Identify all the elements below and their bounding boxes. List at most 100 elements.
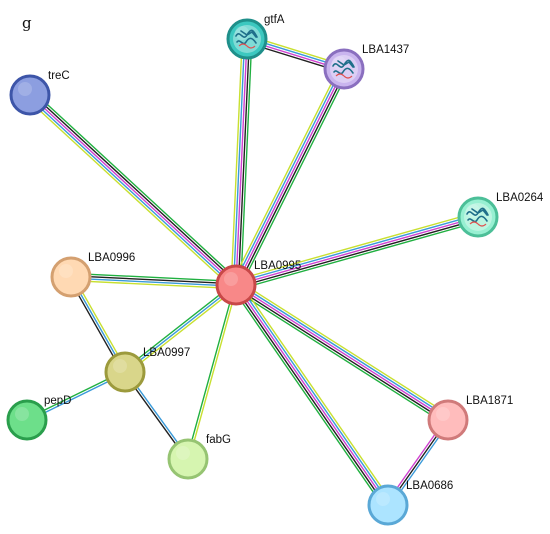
node-highlight	[18, 82, 32, 96]
node-label: pepD	[44, 395, 72, 407]
edge-evidence-line	[235, 284, 449, 421]
edge-evidence-line	[235, 68, 345, 286]
edge-LBA0995-LBA0997	[123, 282, 238, 375]
edge-evidence-line	[123, 282, 235, 371]
edge-evidence-line	[237, 39, 251, 286]
protein-structure-icon	[235, 29, 258, 45]
edge-evidence-line	[233, 67, 343, 285]
edge-evidence-line	[124, 284, 237, 373]
node-gtfA[interactable]: gtfA	[226, 14, 285, 60]
edge-evidence-line	[71, 272, 237, 283]
edge-evidence-line	[236, 282, 450, 419]
protein-structure-icon	[466, 207, 489, 223]
node-circle[interactable]	[215, 264, 257, 306]
edge-evidence-line	[232, 38, 246, 285]
node-pepD[interactable]: pepD	[6, 395, 72, 441]
node-label: treC	[48, 70, 70, 82]
edge-LBA0995-gtfA	[230, 38, 253, 286]
edge-evidence-line	[26, 98, 234, 290]
edge-evidence-line	[27, 96, 235, 288]
edge-evidence-line	[237, 220, 480, 291]
edge-LBA0995-LBA1871	[233, 280, 451, 425]
edge-evidence-line	[234, 211, 477, 282]
edge-LBA0995-treC	[26, 90, 240, 290]
node-circle[interactable]	[226, 18, 268, 60]
node-circle[interactable]	[9, 74, 51, 116]
edge-evidence-line	[235, 214, 478, 284]
edge-evidence-line	[235, 284, 389, 506]
node-label: LBA1871	[466, 395, 513, 407]
panel-letter: g	[22, 14, 32, 32]
node-LBA1437[interactable]: LBA1437	[323, 44, 409, 90]
edge-evidence-line	[236, 218, 479, 288]
edge-evidence-line	[233, 285, 387, 507]
nodes-layer: gtfA LBA1437 treC LBA0264LBA0996LBA0995LBA0…	[6, 14, 544, 526]
node-circle[interactable]	[167, 438, 209, 480]
edge-evidence-line	[186, 284, 236, 459]
edge-evidence-line	[230, 38, 243, 285]
edge-evidence-line	[32, 90, 240, 282]
edge-evidence-line	[235, 216, 479, 286]
node-circle[interactable]	[427, 399, 469, 441]
protein-structure-ribbon	[469, 221, 487, 227]
edge-evidence-line	[238, 280, 451, 417]
node-label: LBA0995	[254, 260, 301, 272]
node-LBA0997[interactable]: LBA0997	[104, 347, 190, 393]
node-circle[interactable]	[104, 351, 146, 393]
node-label: gtfA	[264, 14, 285, 26]
node-LBA0996[interactable]: LBA0996	[50, 252, 135, 298]
protein-structure-ribbon	[238, 43, 256, 49]
edge-evidence-line	[240, 39, 253, 286]
node-label: LBA0996	[88, 252, 135, 264]
node-highlight	[113, 359, 127, 373]
node-circle[interactable]	[457, 196, 499, 238]
node-circle[interactable]	[367, 484, 409, 526]
edge-evidence-line	[188, 285, 238, 460]
node-LBA1871[interactable]: LBA1871	[427, 395, 513, 441]
edge-evidence-line	[237, 69, 347, 287]
node-highlight	[59, 264, 73, 278]
edge-LBA0995-LBA0996	[70, 272, 237, 290]
edge-evidence-line	[235, 38, 248, 286]
edge-LBA0995-LBA1437	[231, 66, 349, 288]
node-circle[interactable]	[323, 48, 365, 90]
node-label: LBA0686	[406, 480, 453, 492]
edge-evidence-line	[237, 283, 391, 505]
node-highlight	[436, 407, 450, 421]
node-LBA0686[interactable]: LBA0686	[367, 480, 453, 526]
node-LBA0264[interactable]: LBA0264	[457, 192, 544, 238]
edges-layer	[26, 34, 480, 509]
node-circle[interactable]	[50, 256, 92, 298]
node-circle[interactable]	[6, 399, 48, 441]
protein-structure-ribbon	[335, 73, 353, 79]
node-label: fabG	[206, 434, 231, 446]
node-treC[interactable]: treC	[9, 70, 70, 116]
structure-backdrop	[233, 25, 261, 53]
node-highlight	[176, 446, 190, 460]
edge-evidence-line	[239, 281, 393, 503]
edge-evidence-line	[70, 279, 236, 290]
node-highlight	[15, 407, 29, 421]
edge-evidence-line	[126, 286, 238, 375]
node-LBA0995[interactable]: LBA0995	[215, 260, 301, 306]
node-highlight	[224, 272, 238, 286]
structure-backdrop	[330, 55, 358, 83]
node-fabG[interactable]: fabG	[167, 434, 231, 480]
edge-evidence-line	[239, 70, 349, 288]
edge-evidence-line	[234, 286, 448, 423]
edge-LBA0995-LBA0264	[234, 211, 480, 291]
edge-evidence-line	[71, 275, 237, 285]
structure-backdrop	[464, 203, 492, 231]
edge-evidence-line	[29, 94, 237, 286]
edge-evidence-line	[231, 66, 341, 284]
edge-LBA0995-fabG	[186, 284, 238, 460]
edge-LBA0995-LBA0686	[231, 281, 393, 509]
node-label: LBA0264	[496, 192, 544, 204]
edge-evidence-line	[233, 288, 446, 425]
node-highlight	[376, 492, 390, 506]
protein-structure-icon	[332, 59, 355, 75]
node-label: LBA1437	[362, 44, 409, 56]
node-label: LBA0997	[143, 347, 190, 359]
